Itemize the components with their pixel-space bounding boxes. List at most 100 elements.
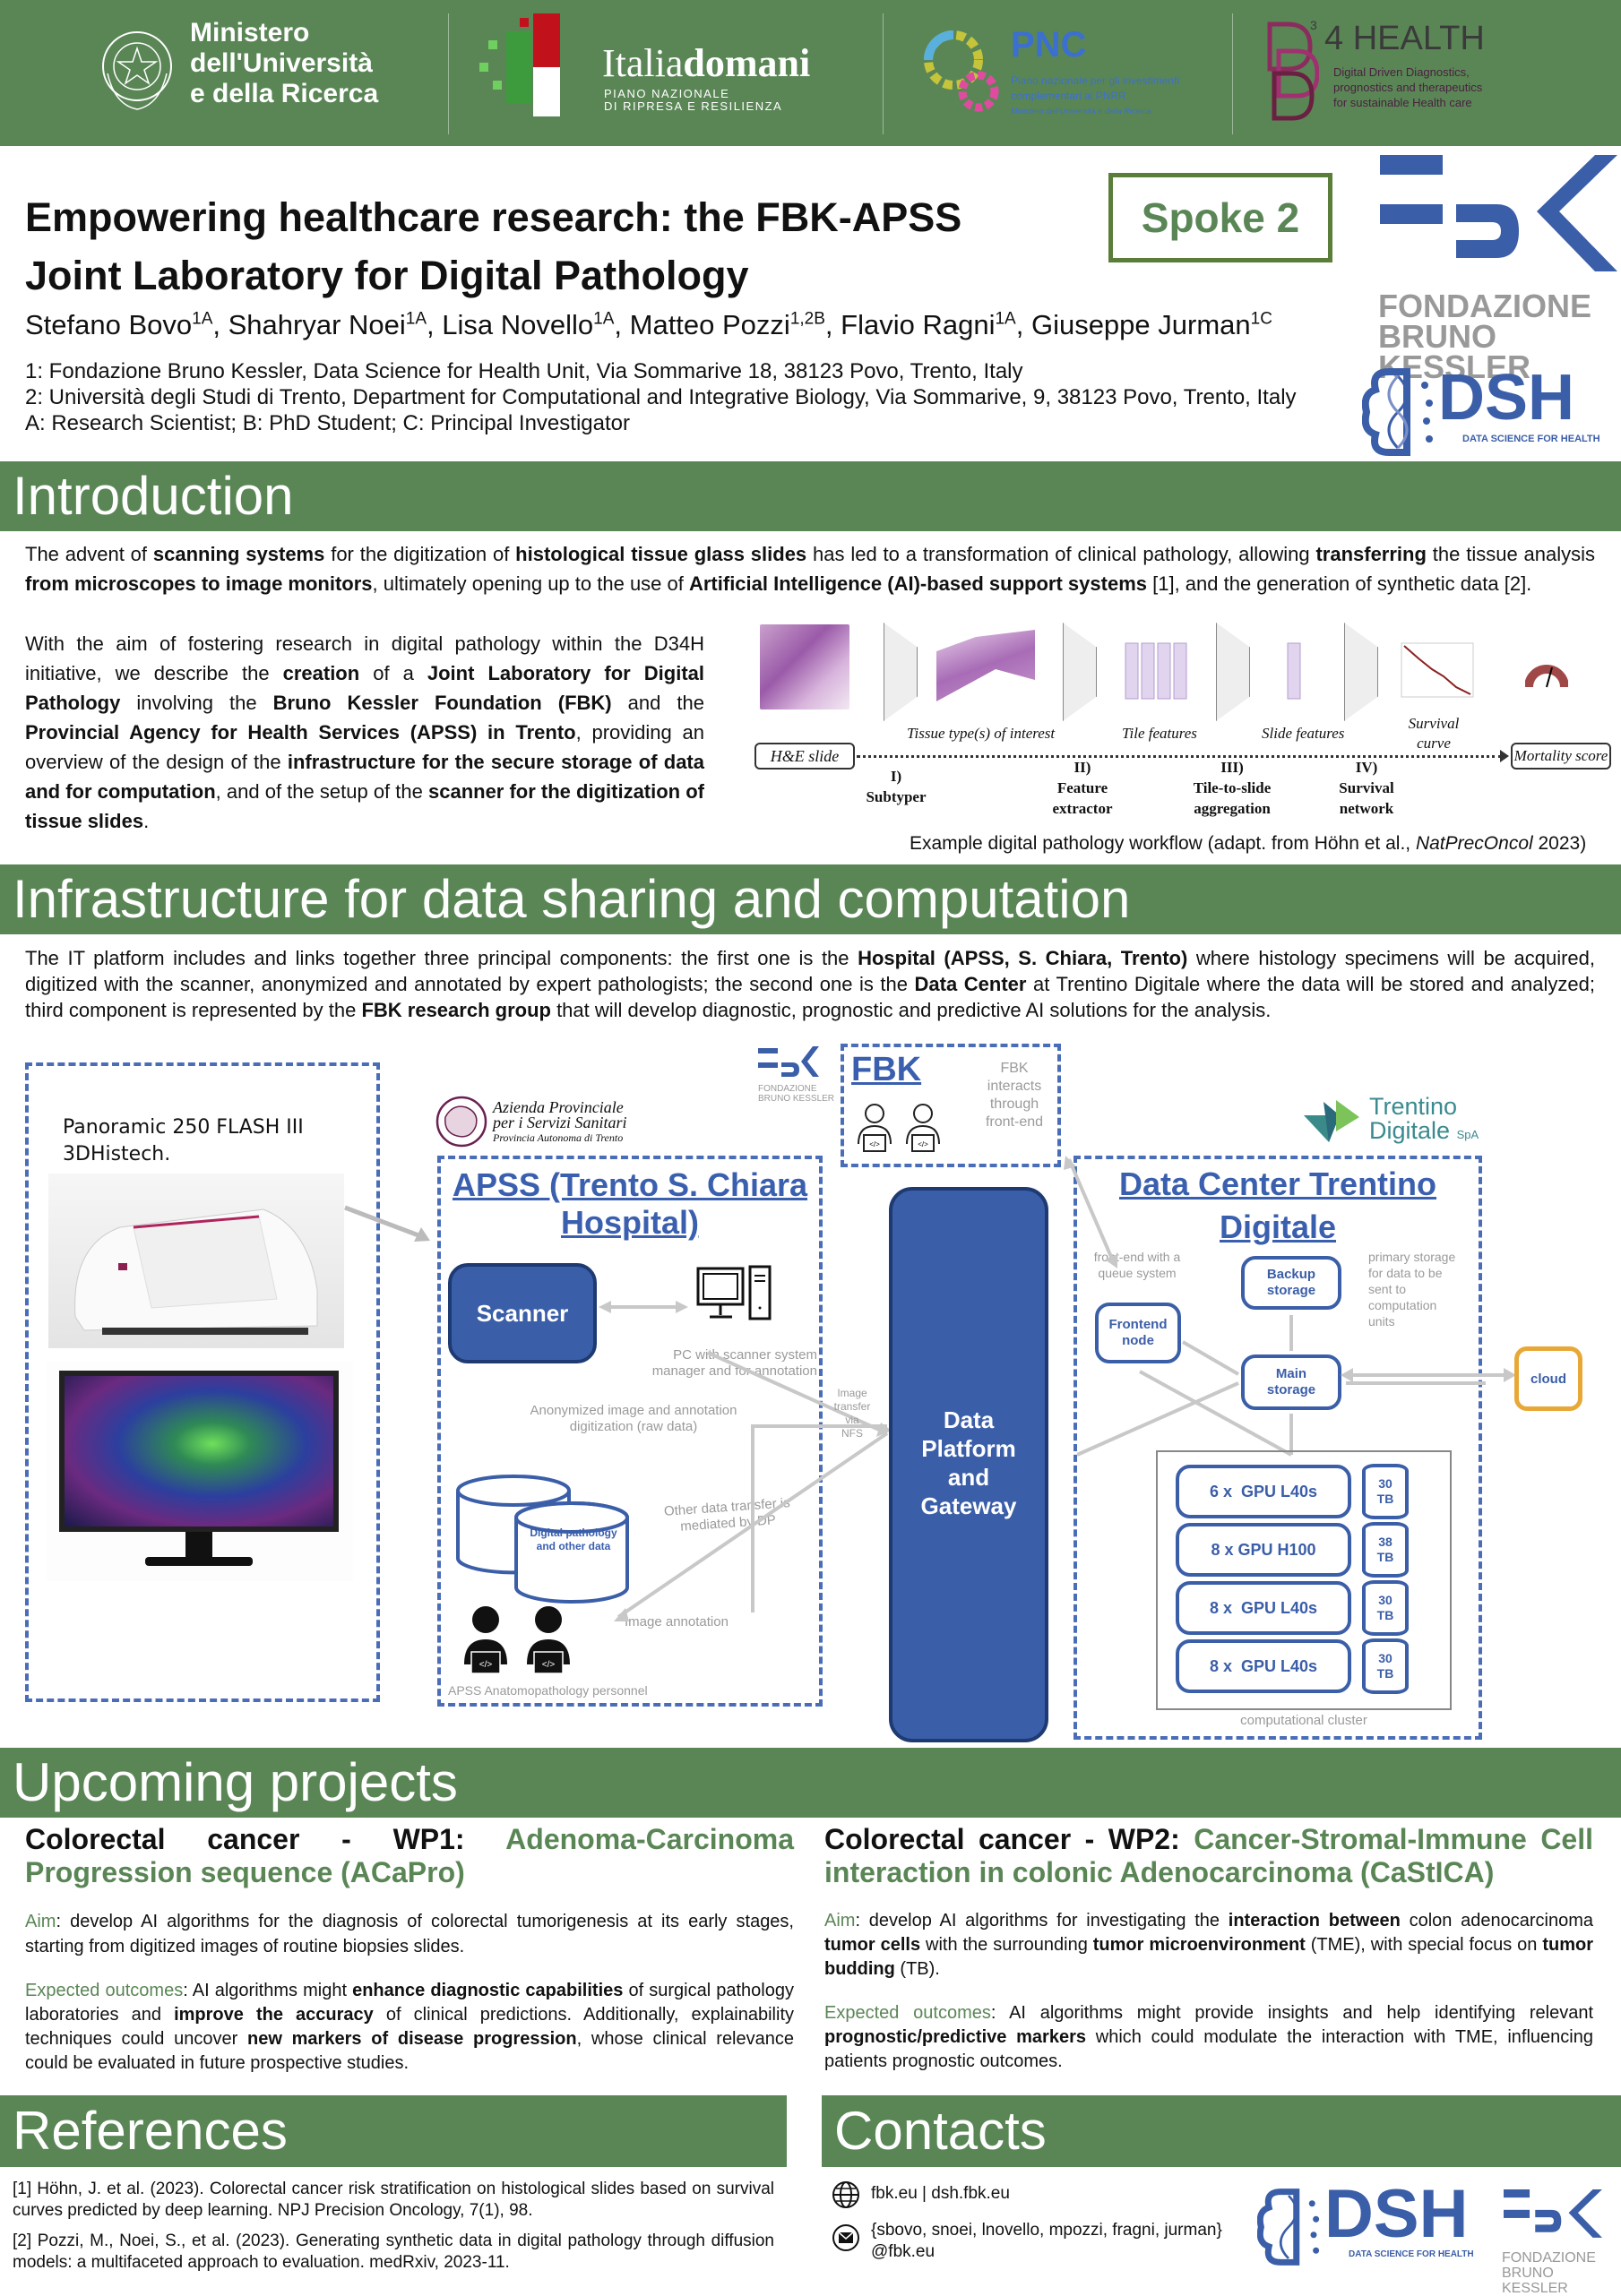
bold-text: improve the accuracy — [174, 2005, 374, 2025]
desktop-computer-icon — [696, 1265, 777, 1332]
bold-text: from microscopes to image monitors — [25, 572, 373, 595]
artifact-label: Survival curve — [1408, 715, 1460, 752]
gpu-node: 8 x GPU H100 — [1176, 1523, 1351, 1577]
outcomes-text: : AI algorithms might enhance diagnostic… — [25, 1981, 794, 2073]
image-annotation-label: Image annotation — [625, 1614, 729, 1630]
section-title: References — [13, 2101, 288, 2161]
bold-text: Provincial Agency for Health Services (A… — [25, 721, 576, 744]
affiliation-line: 1: Fondazione Bruno Kessler, Data Scienc… — [25, 359, 1023, 383]
wp2-aim: Aim: develop AI algorithms for investiga… — [824, 1909, 1593, 1982]
pnc-line: complementari al PNRR — [1011, 90, 1126, 102]
caption-journal: NatPrecOncol — [1415, 833, 1533, 854]
title-line-1: Empowering healthcare research: the FBK-… — [25, 194, 962, 240]
fbk-small-line: BRUNO KESSLER — [758, 1094, 835, 1104]
text-run: has led to a transformation of clinical … — [806, 543, 1316, 565]
dsh-dna-icon — [1256, 2184, 1320, 2270]
scanner-panel: Panoramic 250 FLASH III 3DHistech. — [25, 1062, 380, 1702]
apss-title-line: APSS (Trento S. Chiara — [452, 1166, 808, 1203]
wp1-prefix: Colorectal cancer - WP1: — [25, 1823, 506, 1855]
svg-text:</>: </> — [542, 1660, 556, 1670]
storage-size: 30 — [1378, 1651, 1393, 1665]
section-title: Infrastructure for data sharing and comp… — [13, 869, 1131, 929]
apss-platform-arrows — [614, 1351, 892, 1621]
reference-list: [1] Höhn, J. et al. (2023). Colorectal c… — [13, 2179, 774, 2274]
fbk-small-line: FONDAZIONE — [758, 1084, 817, 1094]
nfs-line: Image — [837, 1387, 867, 1399]
outcomes-text: : AI algorithms might provide insights a… — [824, 2003, 1593, 2071]
contact-website-link[interactable]: fbk.eu | dsh.fbk.eu — [871, 2184, 1010, 2203]
trentino-digitale-logo-icon — [1304, 1097, 1362, 1147]
author-name: Shahryar Noei — [228, 309, 406, 340]
wp2-title: Colorectal cancer - WP2: Cancer-Stromal-… — [824, 1823, 1593, 1889]
fbk-note: FBK interacts through front-end — [979, 1060, 1050, 1131]
fbk-logo-icon — [1380, 150, 1621, 280]
wp1-project-name: Adenoma-Carcinoma Progression sequence (… — [25, 1823, 794, 1888]
intro-paragraph-1: The advent of scanning systems for the d… — [25, 539, 1595, 598]
storage-unit: TB — [1376, 1608, 1394, 1622]
step-label: Tile-to-slide aggregation — [1193, 779, 1272, 817]
gpu-node: 6 x GPU L40s — [1176, 1465, 1351, 1518]
wp1-aim: Aim: develop AI algorithms for the diagn… — [25, 1909, 794, 1959]
storage-size: 38 — [1378, 1535, 1393, 1549]
step-num: IV) — [1355, 759, 1378, 776]
step-3: III)Tile-to-slide aggregation — [1183, 757, 1281, 819]
bold-text: interaction between — [1228, 1911, 1401, 1931]
section-header-introduction: Introduction — [0, 461, 1621, 531]
spoke-badge: Spoke 2 — [1108, 173, 1332, 262]
bold-text: Data Center — [914, 973, 1027, 995]
apss-title-line: Hospital) — [560, 1204, 699, 1241]
dsh-logo-text: DSH — [1324, 2176, 1469, 2252]
dsh-logo-subtitle: DATA SCIENCE FOR HEALTH — [1349, 2249, 1474, 2259]
data-center-arrows — [1077, 1315, 1486, 1457]
feature-extractor-block — [1063, 623, 1097, 721]
affiliation-line: A: Research Scientist; B: PhD Student; C… — [25, 411, 630, 435]
bold-text: Bruno Kessler Foundation (FBK) — [272, 692, 612, 714]
data-center-title: Data Center Trentino Digitale — [1077, 1163, 1479, 1249]
reference-item: [1] Höhn, J. et al. (2023). Colorectal c… — [13, 2180, 774, 2220]
author-name: Stefano Bovo — [25, 309, 193, 340]
aim-label: Aim — [25, 1912, 56, 1931]
apss-logo-line: per i Servizi Sanitari — [493, 1114, 627, 1131]
storage-unit: TB — [1376, 1492, 1394, 1506]
step-label: Survival network — [1339, 779, 1394, 817]
dsh-dna-icon — [1361, 367, 1434, 457]
text-run: The IT platform includes and links toget… — [25, 947, 858, 969]
globe-icon — [832, 2180, 860, 2214]
slide-features-icon — [1287, 642, 1303, 706]
fbk-note-line: FBK — [1000, 1061, 1029, 1076]
bold-text: scanning systems — [152, 543, 325, 565]
email-line: {sbovo, snoei, lnovello, mpozzi, fragni,… — [871, 2221, 1222, 2240]
fbk-note-line: interacts — [987, 1079, 1042, 1094]
intro-paragraph-2: With the aim of fostering research in di… — [25, 629, 704, 836]
bold-text: creation — [282, 662, 360, 684]
tissue-thumbnail — [936, 630, 1035, 701]
anon-line: digitization (raw data) — [569, 1419, 698, 1434]
contact-email-link[interactable]: {sbovo, snoei, lnovello, mpozzi, fragni,… — [871, 2220, 1222, 2263]
platform-line: and — [947, 1464, 990, 1491]
d34h-line: for sustainable Health care — [1333, 96, 1472, 109]
aim-text: : develop AI algorithms for the diagnosi… — [25, 1912, 794, 1956]
storage-size: 30 — [1378, 1593, 1393, 1607]
td-line: Trentino — [1369, 1093, 1458, 1120]
storage-size: 30 — [1378, 1476, 1393, 1491]
nfs-label: Image transfer via NFS — [826, 1387, 878, 1440]
author-affiliation-sup: 1,2B — [789, 309, 825, 329]
author-affiliation-sup: 1A — [405, 309, 427, 329]
text-run: [1], and the generation of synthetic dat… — [1147, 572, 1532, 595]
survival-network-block — [1344, 623, 1378, 721]
d34h-superscript: 3 — [1310, 18, 1317, 32]
bold-text: prognostic/predictive markers — [824, 2027, 1086, 2047]
td-suffix: SpA — [1456, 1128, 1479, 1141]
fbk-title: FBK — [851, 1051, 922, 1088]
mur-line: e della Ricerca — [190, 79, 379, 108]
pc-label-line: manager and for annotation — [651, 1363, 817, 1379]
outcomes-label: Expected outcomes — [824, 2003, 991, 2023]
text-run: : develop AI algorithms for the diagnosi… — [25, 1912, 794, 1956]
survival-curve-icon — [1401, 642, 1474, 702]
platform-line: Gateway — [920, 1492, 1017, 1519]
nfs-line: NFS — [841, 1427, 863, 1440]
wp1-outcomes: Expected outcomes: AI algorithms might e… — [25, 1979, 794, 2076]
